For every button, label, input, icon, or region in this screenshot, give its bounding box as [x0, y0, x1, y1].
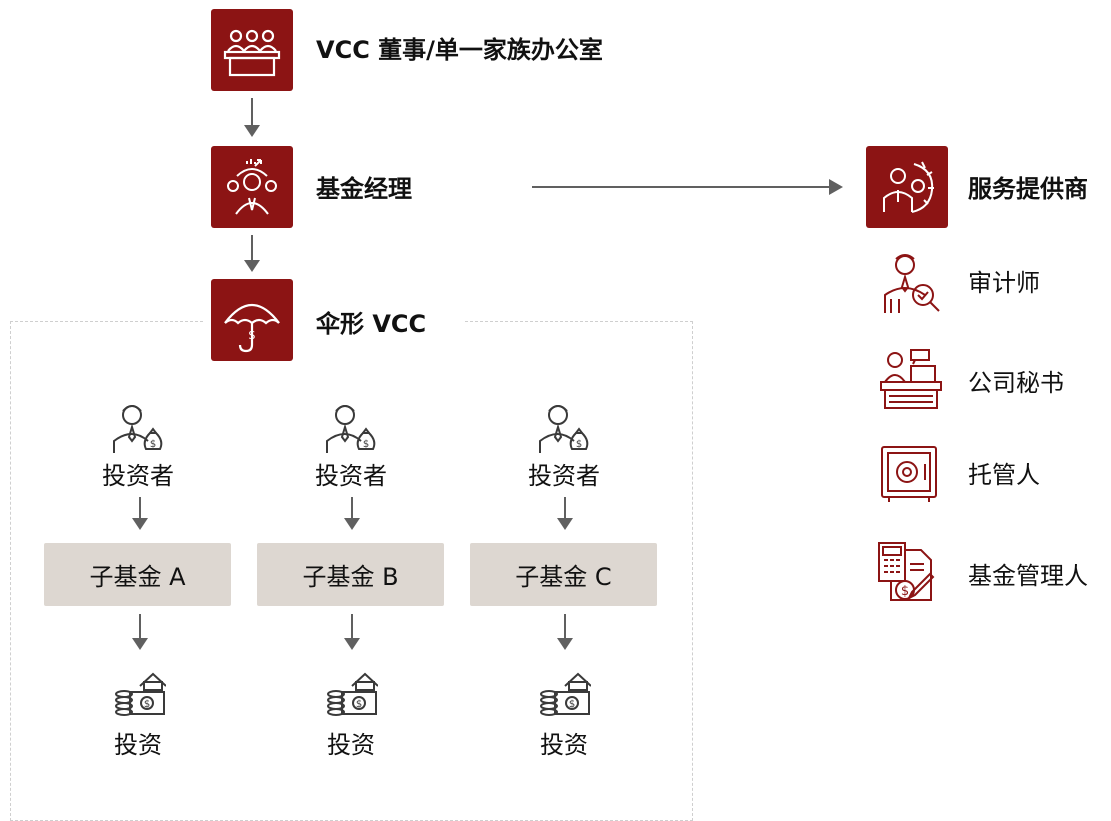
provider-secretary-label: 公司秘书 — [968, 369, 1064, 397]
svg-text:$: $ — [363, 439, 369, 450]
subfund-c-label: 子基金 C — [515, 563, 612, 591]
investor-label-b: 投资者 — [315, 462, 387, 490]
arrow-board-manager-head — [244, 125, 260, 137]
arrow-investor-subfund-b-head — [344, 518, 360, 530]
svg-text:$: $ — [901, 584, 909, 599]
arrow-subfund-investment-a-line — [139, 614, 141, 639]
company-secretary-icon — [880, 349, 942, 409]
arrow-subfund-investment-c-head — [557, 638, 573, 650]
svg-text:$: $ — [569, 699, 575, 710]
arrow-investor-subfund-a-head — [132, 518, 148, 530]
arrow-manager-umbrella-line — [251, 235, 253, 262]
providers-icon-box — [866, 146, 948, 228]
fund-manager-icon — [227, 159, 277, 215]
manager-icon-box — [211, 146, 293, 228]
board-label: VCC 董事/单一家族办公室 — [316, 36, 603, 64]
investment-money-house-icon: $ — [540, 672, 591, 716]
umbrella-icon: $ — [224, 304, 280, 353]
arrow-investor-subfund-b-line — [351, 497, 353, 519]
arrow-subfund-investment-a-head — [132, 638, 148, 650]
arrow-board-manager-line — [251, 98, 253, 127]
svg-text:$: $ — [150, 439, 156, 450]
subfund-c-box: 子基金 C — [470, 543, 657, 606]
provider-administrator-label: 基金管理人 — [968, 562, 1088, 590]
umbrella-icon-box: $ — [211, 279, 293, 361]
investor-icon: $ — [326, 405, 376, 453]
fund-administrator-icon: $ — [878, 542, 935, 601]
subfund-a-label: 子基金 A — [89, 563, 186, 591]
arrow-investor-subfund-c-line — [564, 497, 566, 519]
investment-label-b: 投资 — [327, 731, 375, 759]
boundary-gap — [205, 316, 463, 326]
svg-text:$: $ — [576, 439, 582, 450]
provider-auditor-label: 审计师 — [968, 269, 1040, 297]
service-gear-person-icon — [883, 161, 934, 213]
arrow-manager-providers-line — [532, 186, 832, 188]
investment-label-c: 投资 — [540, 731, 588, 759]
arrow-manager-providers-head — [829, 179, 843, 195]
investment-money-house-icon: $ — [327, 672, 378, 716]
arrow-subfund-investment-c-line — [564, 614, 566, 639]
arrow-subfund-investment-b-head — [344, 638, 360, 650]
investment-money-house-icon: $ — [115, 672, 166, 716]
auditor-icon — [884, 254, 940, 313]
investor-label-a: 投资者 — [102, 462, 174, 490]
board-icon-box — [211, 9, 293, 91]
subfund-b-box: 子基金 B — [257, 543, 444, 606]
subfund-b-label: 子基金 B — [302, 563, 399, 591]
svg-text:$: $ — [356, 699, 362, 710]
umbrella-label: 伞形 VCC — [316, 310, 427, 338]
investor-icon: $ — [539, 405, 589, 453]
arrow-subfund-investment-b-line — [351, 614, 353, 639]
arrow-manager-umbrella-head — [244, 260, 260, 272]
arrow-investor-subfund-a-line — [139, 497, 141, 519]
arrow-investor-subfund-c-head — [557, 518, 573, 530]
providers-title: 服务提供商 — [968, 175, 1088, 203]
svg-text:$: $ — [144, 699, 150, 710]
custodian-safe-icon — [881, 446, 937, 502]
subfund-a-box: 子基金 A — [44, 543, 231, 606]
board-meeting-icon — [223, 29, 281, 77]
investor-label-c: 投资者 — [528, 462, 600, 490]
provider-custodian-label: 托管人 — [968, 461, 1040, 489]
svg-text:$: $ — [248, 328, 256, 342]
investment-label-a: 投资 — [114, 731, 162, 759]
investor-icon: $ — [113, 405, 163, 453]
manager-label: 基金经理 — [316, 175, 412, 203]
